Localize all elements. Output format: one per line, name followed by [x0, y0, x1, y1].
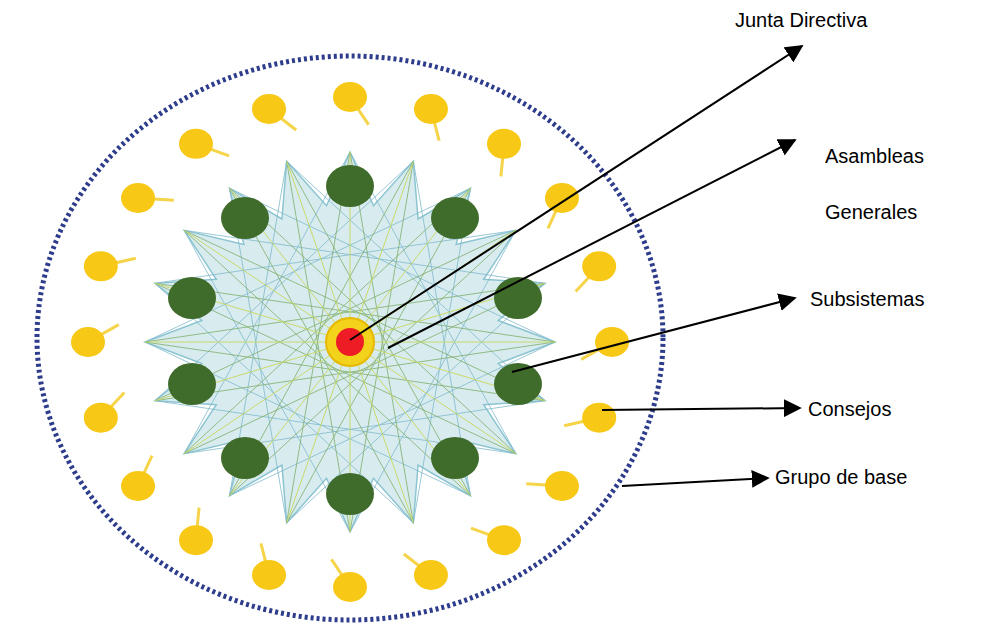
- council-dot: [84, 251, 118, 281]
- assembly-ring: [326, 318, 374, 366]
- council-dot: [252, 94, 286, 124]
- leader-line: [622, 478, 768, 486]
- subsystem-dot: [221, 197, 269, 239]
- subsystem-dot: [494, 363, 542, 405]
- council-dot: [121, 183, 155, 213]
- council-dot: [414, 560, 448, 590]
- council-dot: [414, 94, 448, 124]
- council-dot: [545, 183, 579, 213]
- council-dot: [545, 471, 579, 501]
- council-dot: [333, 572, 367, 602]
- subsystem-dot: [168, 277, 216, 319]
- star-line: [184, 230, 470, 495]
- subsystem-dots: [168, 165, 542, 515]
- council-dot: [84, 403, 118, 433]
- ray-line: [350, 342, 516, 454]
- star-line: [145, 342, 470, 496]
- subsystem-dot: [431, 197, 479, 239]
- council-dot: [252, 560, 286, 590]
- callout-label: Junta Directiva: [735, 8, 867, 32]
- base-ring: [37, 56, 663, 620]
- leader-arrows: [350, 46, 802, 486]
- leader-line: [512, 298, 795, 372]
- star-line: [230, 230, 516, 495]
- subsystem-dot: [168, 363, 216, 405]
- star-line: [230, 188, 516, 453]
- callout-label: Consejos: [808, 397, 891, 421]
- ray-line: [350, 342, 555, 343]
- council-dot: [333, 82, 367, 112]
- subsystem-dot: [221, 437, 269, 479]
- subsystem-dot: [326, 165, 374, 207]
- subsystem-dot: [494, 277, 542, 319]
- council-dot: [487, 129, 521, 159]
- callout-label: Asambleas Generales: [825, 128, 940, 240]
- subsystem-dot: [326, 473, 374, 515]
- leader-line: [350, 46, 802, 340]
- star-line: [230, 188, 555, 342]
- callout-label: Grupo de base: [775, 465, 907, 489]
- leader-line: [388, 140, 795, 348]
- council-dot: [179, 525, 213, 555]
- council-dot: [179, 129, 213, 159]
- star-network: [145, 152, 555, 532]
- council-dots: [71, 82, 629, 602]
- council-dot: [582, 403, 616, 433]
- callout-label: Subsistemas: [810, 287, 925, 311]
- star-outline: [145, 152, 555, 532]
- leader-line: [602, 408, 800, 410]
- star-line: [287, 161, 545, 400]
- board-dot: [336, 328, 364, 356]
- star-line: [184, 188, 470, 453]
- council-dot: [487, 525, 521, 555]
- council-dot: [121, 471, 155, 501]
- subsystem-dot: [431, 437, 479, 479]
- council-dot: [71, 327, 105, 357]
- council-dot: [582, 251, 616, 281]
- ray-line: [145, 342, 350, 343]
